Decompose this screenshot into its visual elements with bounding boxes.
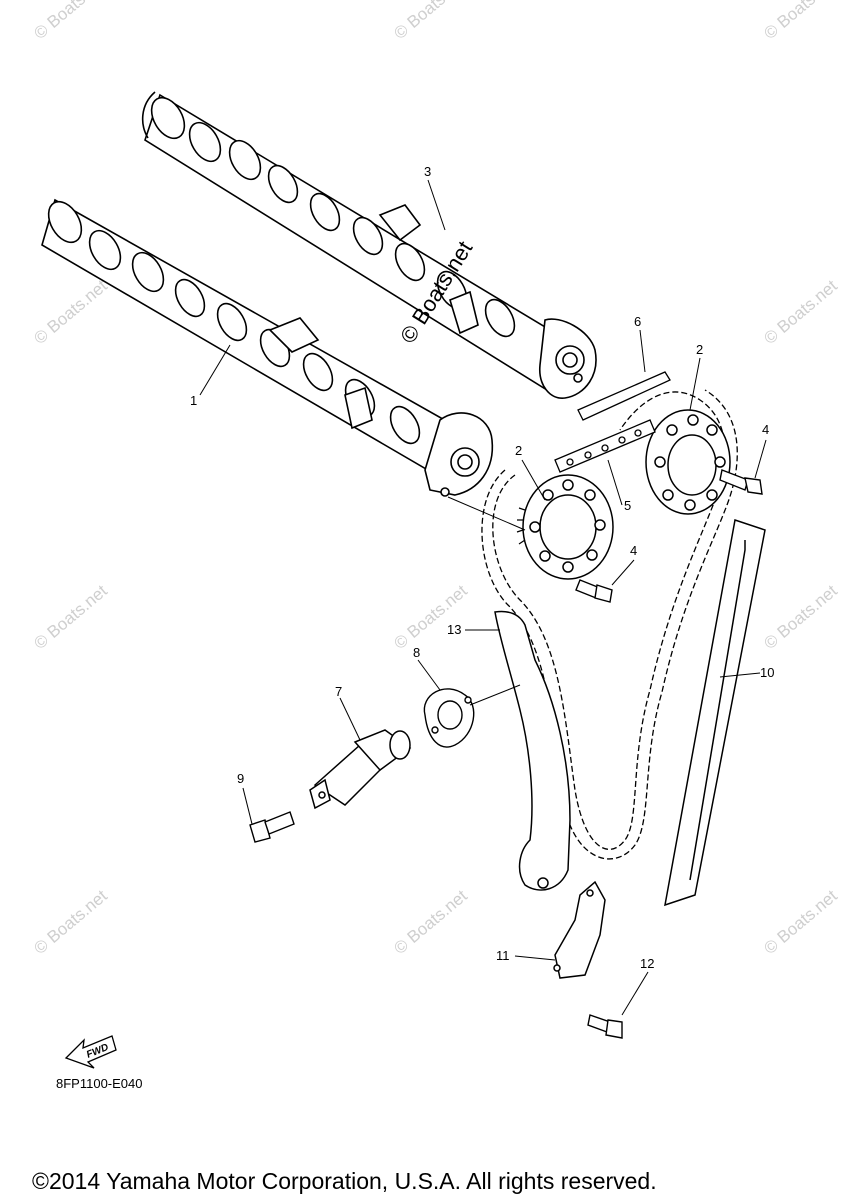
fwd-arrow-icon: FWD xyxy=(64,1035,117,1069)
watermark-tile: © Boats.net xyxy=(760,0,841,43)
bracket-bolt xyxy=(587,1014,623,1039)
cam-sprocket-left xyxy=(516,474,614,580)
guide-bracket xyxy=(553,880,606,979)
camshaft-exhaust xyxy=(141,91,597,399)
copyright-notice: ©2014 Yamaha Motor Corporation, U.S.A. A… xyxy=(32,1168,657,1194)
callout-part-2-left: 2 xyxy=(515,443,522,458)
callout-part-13: 13 xyxy=(447,622,461,637)
watermark-tile: © Boats.net xyxy=(30,276,111,348)
leader-lines xyxy=(199,179,767,1016)
callout-part-2-right: 2 xyxy=(696,342,703,357)
callout-part-1: 1 xyxy=(190,393,197,408)
watermark-tile: © Boats.net xyxy=(30,0,111,43)
watermark-tile: © Boats.net xyxy=(30,581,111,653)
callout-part-3: 3 xyxy=(424,164,431,179)
camshaft-intake xyxy=(41,198,494,497)
chain-guide-straight xyxy=(664,519,766,907)
watermark-tile: © Boats.net xyxy=(390,886,471,958)
watermark-tile: © Boats.net xyxy=(390,581,471,653)
callout-part-9: 9 xyxy=(237,771,244,786)
callout-part-6: 6 xyxy=(634,314,641,329)
callout-part-4-lower: 4 xyxy=(630,543,637,558)
chain-guide-upper xyxy=(554,371,671,473)
tensioner-guide xyxy=(494,610,571,891)
callout-part-12: 12 xyxy=(640,956,654,971)
watermark-tile: © Boats.net xyxy=(390,0,471,43)
diagram-part-code: 8FP1100-E040 xyxy=(56,1076,143,1091)
watermark-tile: © Boats.net xyxy=(760,276,841,348)
cam-chain xyxy=(481,389,738,860)
callout-part-5: 5 xyxy=(624,498,631,513)
bolt-upper xyxy=(719,469,763,495)
callout-part-4-upper: 4 xyxy=(762,422,769,437)
cam-sprocket-right xyxy=(645,409,731,515)
watermark-tile: © Boats.net xyxy=(760,886,841,958)
callouts: 1 2 2 3 4 4 5 6 7 8 9 10 11 12 13 xyxy=(190,164,774,971)
bolt-lower xyxy=(575,579,613,603)
cam-chain-tensioner xyxy=(309,729,412,810)
callout-part-7: 7 xyxy=(335,684,342,699)
callout-part-11: 11 xyxy=(496,948,510,963)
callout-part-10: 10 xyxy=(760,665,774,680)
watermark-tile: © Boats.net xyxy=(760,581,841,653)
tensioner-bolt xyxy=(249,811,295,843)
gasket xyxy=(423,688,475,748)
watermark-tile: © Boats.net xyxy=(30,886,111,958)
callout-part-8: 8 xyxy=(413,645,420,660)
